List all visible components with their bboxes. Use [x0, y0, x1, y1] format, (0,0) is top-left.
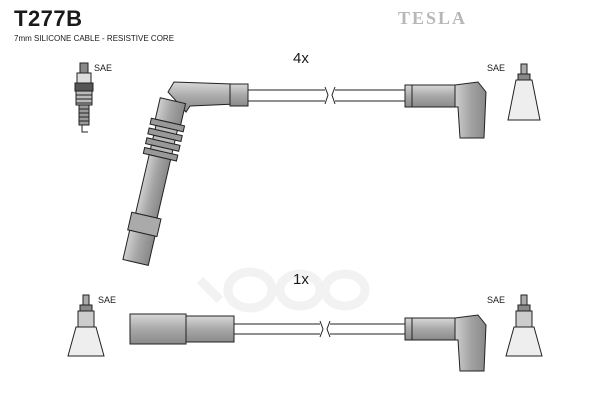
- bottom-right-boot: [404, 314, 487, 372]
- part-number: T277B: [14, 6, 83, 31]
- bottom-right-terminal-icon: [505, 294, 543, 357]
- bottom-cable-wire: [234, 320, 405, 338]
- top-right-terminal-icon: [507, 63, 541, 121]
- top-set-quantity: 4x: [293, 50, 309, 67]
- cable-description: 7mm SILICONE CABLE - RESISTIVE CORE: [14, 34, 175, 43]
- bottom-left-terminal-icon: [67, 294, 105, 357]
- top-right-boot: [404, 81, 487, 139]
- watermark-logo: [196, 267, 370, 313]
- top-cable-wire: [248, 86, 405, 105]
- top-plug-boot: [122, 81, 249, 266]
- spark-plug-label: SAE: [94, 63, 113, 73]
- bottom-set-quantity: 1x: [293, 271, 309, 288]
- bottom-right-terminal-label: SAE: [487, 295, 506, 305]
- brand-logo: TESLA: [398, 8, 468, 28]
- bottom-left-terminal-label: SAE: [98, 295, 117, 305]
- bottom-left-boot: [129, 313, 235, 345]
- top-right-terminal-label: SAE: [487, 63, 506, 73]
- spark-plug-icon: [74, 62, 94, 133]
